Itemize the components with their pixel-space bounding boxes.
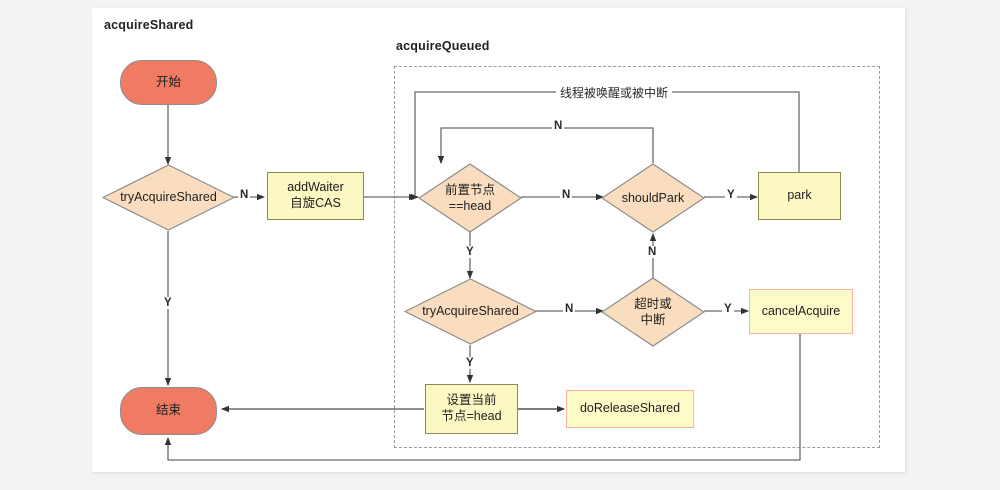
decision-shape	[601, 163, 705, 233]
node-timeout-or-interrupt[interactable]: 超时或 中断	[601, 277, 705, 347]
node-end[interactable]: 结束	[120, 387, 217, 435]
edge-label-try1-y: Y	[162, 297, 174, 309]
node-label: 前置节点 ==head	[444, 182, 495, 213]
edge-label-park-wakeup: 线程被唤醒或被中断	[556, 84, 673, 101]
node-try-acquire-shared-2[interactable]: tryAcquireShared	[404, 278, 537, 345]
node-label: tryAcquireShared	[120, 190, 217, 205]
decision-shape	[404, 278, 537, 345]
group-label-acquire-queued: acquireQueued	[396, 39, 490, 53]
edge-label-shouldpark-n: N	[552, 120, 565, 132]
node-label: tryAcquireShared	[422, 304, 519, 319]
edge-label-pred-y: Y	[464, 246, 476, 258]
edge-label-shouldpark-y: Y	[725, 189, 737, 201]
decision-shape	[601, 277, 705, 347]
node-label: 超时或 中断	[634, 296, 672, 327]
node-cancel-acquire[interactable]: cancelAcquire	[749, 289, 853, 334]
edge-label-try1-n: N	[238, 189, 251, 201]
node-do-release-shared[interactable]: doReleaseShared	[566, 390, 694, 428]
node-pred-is-head[interactable]: 前置节点 ==head	[418, 163, 522, 233]
node-start[interactable]: 开始	[120, 60, 217, 105]
edge-label-timeout-y: Y	[722, 303, 734, 315]
node-add-waiter[interactable]: addWaiter 自旋CAS	[267, 172, 364, 220]
edge-label-timeout-n: N	[646, 246, 659, 258]
edge-label-try2-n: N	[563, 303, 576, 315]
node-set-current-node-head[interactable]: 设置当前 节点=head	[425, 384, 518, 434]
node-label: shouldPark	[621, 190, 685, 205]
node-park[interactable]: park	[758, 172, 841, 220]
edge-label-pred-n: N	[560, 189, 573, 201]
edge-label-try2-y: Y	[464, 357, 476, 369]
node-try-acquire-shared-1[interactable]: tryAcquireShared	[102, 164, 235, 231]
decision-shape	[102, 164, 235, 231]
node-should-park[interactable]: shouldPark	[601, 163, 705, 233]
decision-shape	[418, 163, 522, 233]
group-label-acquire-shared: acquireShared	[104, 18, 194, 32]
